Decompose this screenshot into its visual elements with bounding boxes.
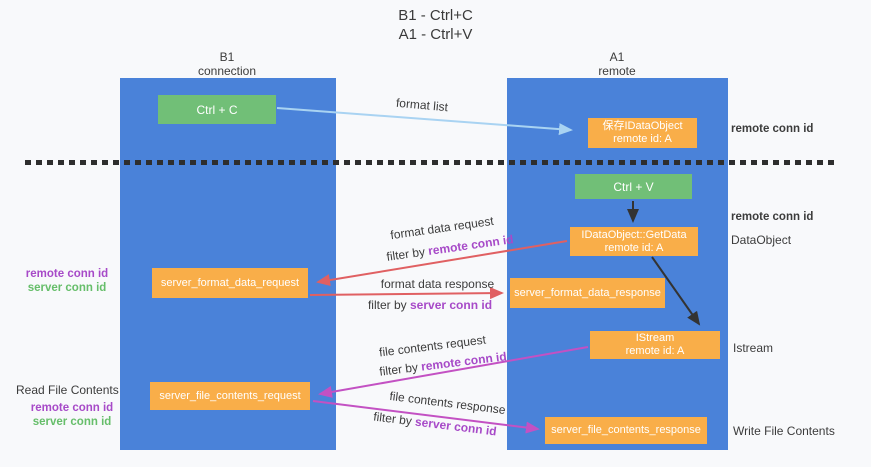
server-format-data-request-label: server_format_data_request: [160, 276, 300, 289]
server-format-data-request-node: server_format_data_request: [152, 268, 308, 298]
left-conn-id-pair-1: remote conn id server conn id: [12, 267, 122, 295]
save-idataobject-node: 保存IDataObject remote id: A: [588, 118, 697, 148]
ctrl-c-node: Ctrl + C: [158, 95, 276, 124]
istream-line1: IStream: [635, 332, 675, 344]
getdata-line2: remote id: A: [604, 241, 664, 254]
diagram-title: B1 - Ctrl+C A1 - Ctrl+V: [0, 6, 871, 44]
filter-by-text: filter by: [367, 298, 407, 312]
lane-header-b1: B1 connection: [157, 50, 297, 78]
server-format-data-response-label: server_format_data_response: [514, 286, 661, 299]
ctrl-v-node: Ctrl + V: [575, 174, 692, 199]
lane-a1-name: A1: [609, 50, 625, 64]
right-remote-conn-id-mid: remote conn id: [731, 211, 814, 223]
server-format-data-response-node: server_format_data_response: [510, 278, 665, 308]
lane-b1-name: B1: [219, 50, 235, 64]
title-line-2: A1 - Ctrl+V: [398, 26, 473, 43]
getdata-line1: IDataObject::GetData: [581, 228, 687, 241]
server-file-contents-response-node: server_file_contents_response: [545, 417, 707, 444]
getdata-node: IDataObject::GetData remote id: A: [570, 227, 698, 256]
istream-line2: remote id: A: [625, 345, 685, 357]
filter-by-text: filter by: [378, 360, 419, 379]
remote-conn-id-key: remote conn id: [427, 232, 515, 258]
filter-by-text: filter by: [385, 244, 426, 264]
server-file-contents-request-node: server_file_contents_request: [150, 382, 310, 410]
ctrl-v-label: Ctrl + V: [613, 179, 654, 194]
format-data-response-arrow: [309, 287, 504, 300]
write-file-contents-label: Write File Contents: [733, 424, 835, 438]
server-file-contents-request-label: server_file_contents_request: [159, 389, 301, 402]
format-data-response-label: format data response: [380, 277, 495, 291]
read-file-contents-label: Read File Contents: [16, 383, 119, 397]
server-file-contents-response-label: server_file_contents_response: [551, 424, 701, 436]
server-conn-id-key: server conn id: [414, 414, 498, 439]
istream-node: IStream remote id: A: [590, 331, 720, 359]
filter-by-text: filter by: [372, 409, 413, 429]
save-idataobject-line2: remote id: A: [613, 133, 672, 145]
lane-a1-subtitle: remote: [598, 64, 636, 78]
left-server-conn-id-2: server conn id: [32, 416, 112, 428]
right-remote-conn-id-top: remote conn id: [731, 123, 814, 135]
left-remote-conn-id-2: remote conn id: [30, 402, 114, 414]
title-line-1: B1 - Ctrl+C: [398, 7, 473, 24]
format-list-label: format list: [395, 95, 449, 115]
server-conn-id-key: server conn id: [410, 298, 493, 312]
ctrl-c-label: Ctrl + C: [196, 102, 238, 117]
format-data-response-filter-label: filter by server conn id: [365, 298, 495, 312]
istream-side-label: Istream: [733, 341, 774, 355]
dataobject-label: DataObject: [731, 233, 792, 247]
session-divider-dashed-line: [25, 160, 839, 165]
lane-b1-subtitle: connection: [197, 64, 257, 78]
lane-header-a1: A1 remote: [547, 50, 687, 78]
left-server-conn-id-1: server conn id: [27, 282, 107, 294]
save-idataobject-line1: 保存IDataObject: [602, 120, 683, 132]
left-conn-id-pair-2: remote conn id server conn id: [17, 401, 127, 429]
left-remote-conn-id-1: remote conn id: [25, 268, 109, 280]
